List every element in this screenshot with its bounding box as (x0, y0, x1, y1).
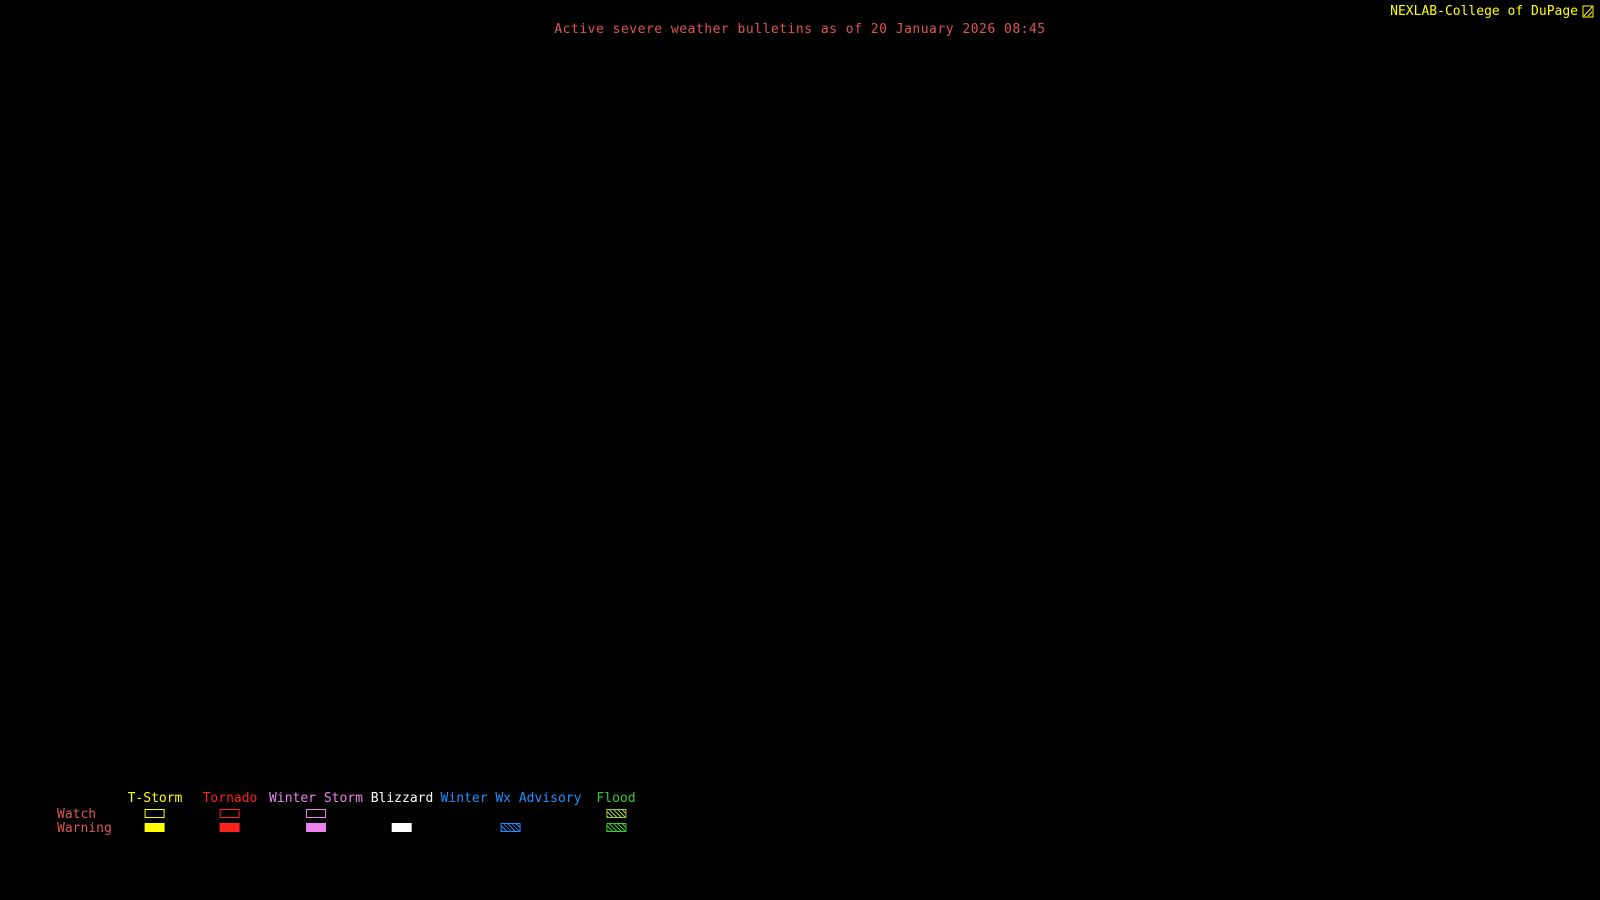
cod-logo-icon (1582, 5, 1594, 18)
legend-column-winter-storm: Winter Storm (269, 792, 363, 832)
legend-column-winter-wx-advisory: Winter Wx Advisory (440, 791, 582, 832)
legend-column-tornado: Tornado (202, 791, 258, 832)
legend-label-blizzard: Blizzard (370, 791, 434, 806)
winter-wx-advisory-warning-swatch (500, 823, 521, 832)
blizzard-warning-swatch (392, 823, 412, 832)
tornado-warning-swatch (219, 823, 240, 832)
attribution-text: NEXLAB-College of DuPage (1390, 4, 1578, 19)
tstorm-watch-swatch (144, 809, 165, 818)
legend-watch-label: Watch (57, 807, 97, 822)
legend-column-tstorm: T-Storm (127, 791, 183, 832)
legend-label-tornado: Tornado (202, 791, 258, 806)
legend-column-flood: Flood (596, 791, 636, 832)
flood-watch-swatch (605, 809, 626, 818)
legend-label-flood: Flood (596, 791, 636, 806)
flood-warning-swatch (605, 823, 626, 832)
legend-label-tstorm: T-Storm (127, 791, 183, 806)
legend-column-blizzard: Blizzard (370, 791, 434, 832)
winter-storm-watch-swatch (305, 809, 326, 818)
attribution: NEXLAB-College of DuPage (1390, 4, 1594, 19)
winter-storm-warning-swatch (305, 823, 326, 832)
page-title: Active severe weather bulletins as of 20… (554, 22, 1046, 37)
legend-label-winter-storm: Winter Storm (269, 791, 363, 806)
tstorm-warning-swatch (144, 823, 165, 832)
legend-warning-label: Warning (57, 821, 112, 836)
tornado-watch-swatch (219, 809, 240, 818)
legend-label-winter-wx-advisory: Winter Wx Advisory (440, 791, 582, 806)
